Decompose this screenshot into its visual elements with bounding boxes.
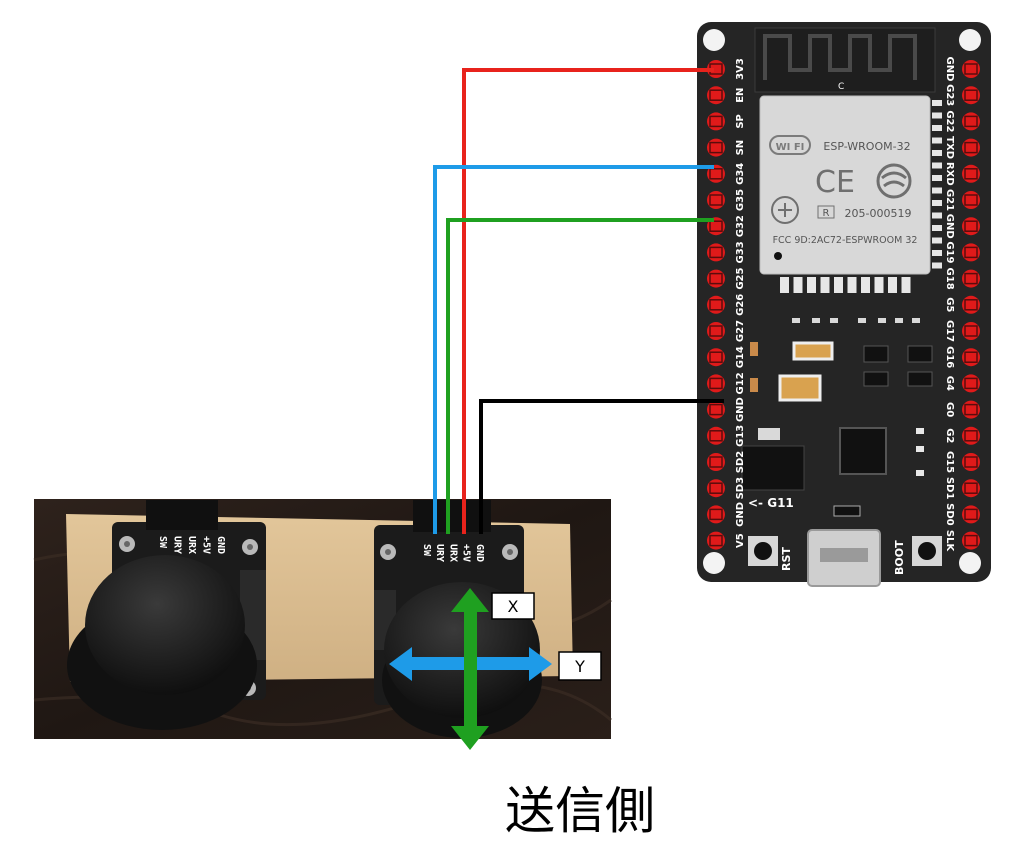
right-pin-label: G16 [944, 346, 955, 368]
left-pin-label: G25 [735, 267, 746, 289]
module-castellated-pads [932, 100, 942, 269]
micro-usb-port[interactable] [807, 529, 881, 587]
joystick-pin-label: URY [434, 544, 445, 562]
left-pin-label: G14 [735, 346, 746, 368]
axis-arrows [389, 588, 552, 750]
right-pin-label: RXD [944, 162, 955, 186]
esp-wroom-shield [759, 95, 931, 275]
right-pin-label: SLK [944, 530, 955, 553]
wire-green-g32 [446, 218, 714, 534]
x-axis-arrow [451, 588, 489, 750]
left-pin-label: GND [735, 502, 746, 527]
left-pin-label: G27 [735, 320, 746, 342]
cert-number: 205-000519 [845, 207, 912, 220]
mount-hole-br [959, 552, 981, 574]
svg-text:C: C [838, 82, 844, 92]
right-pin-label: G19 [944, 241, 955, 263]
joystick-pin-label: GND [474, 544, 485, 562]
right-pin-label: GND [944, 214, 955, 239]
left-pin-label: GND [735, 397, 746, 422]
x-axis-label-box: X [491, 592, 535, 620]
left-pin-label: EN [735, 88, 746, 103]
right-pin-label: GND [944, 57, 955, 82]
left-pin-label: G32 [735, 215, 746, 237]
mount-hole-tr [959, 29, 981, 51]
left-pin-label: G26 [735, 294, 746, 316]
left-pin-label: SP [735, 114, 746, 129]
right-pin-label: G23 [944, 84, 955, 106]
wire-red-3v3 [462, 68, 714, 534]
x-axis-label: X [508, 597, 519, 616]
right-pin-label: G15 [944, 451, 955, 473]
left-pin-label: V5 [735, 533, 746, 548]
right-pin-header: GNDG23G22TXDRXDG21GNDG19G18G5G17G16G4G0G… [944, 57, 980, 553]
smd-components [750, 318, 933, 402]
rst-label: RST [780, 547, 793, 571]
mount-hole-bl [703, 552, 725, 574]
left-pin-label: G13 [735, 425, 746, 447]
right-pin-label: G18 [944, 268, 955, 290]
right-pin-label: G21 [944, 189, 955, 211]
ce-mark: CE [815, 165, 855, 200]
joystick-pin-label: URX [447, 544, 458, 562]
joystick-pin-label: +5V [461, 544, 472, 562]
left-pin-label: G33 [735, 241, 746, 263]
wire-blue-g34 [433, 165, 714, 534]
right-pin-label: G17 [944, 320, 955, 342]
wire-black-gnd [479, 399, 724, 534]
right-pin-label: G0 [944, 402, 955, 417]
g11-label: <- G11 [748, 496, 794, 510]
right-pin-label: TXD [944, 136, 955, 159]
wifi-logo: WI FI [769, 135, 811, 155]
y-axis-label-box: Y [558, 651, 602, 681]
mount-hole-tl [703, 29, 725, 51]
left-pin-label: G34 [735, 163, 746, 185]
y-axis-label: Y [574, 657, 585, 676]
left-pin-label: G35 [735, 189, 746, 211]
usb-uart-chip [839, 427, 887, 475]
boot-button[interactable] [912, 536, 942, 566]
antenna: C [754, 27, 936, 93]
espressif-logo [876, 163, 912, 199]
module-bottom-pads [780, 277, 911, 293]
esp32-board: C WI FI ESP-WROOM-32 CE R 205-000519 FCC… [697, 22, 991, 587]
boot-label: BOOT [893, 540, 906, 575]
joystick-pin-label: GND [215, 536, 226, 554]
left-pin-label: G12 [735, 372, 746, 394]
right-pin-label: G22 [944, 110, 955, 132]
caption: 送信側 [505, 782, 655, 840]
joystick-pin-label: SW [157, 536, 168, 549]
right-pin-label: SD1 [944, 477, 955, 500]
left-pin-label: SD2 [735, 451, 746, 474]
fcc-id: FCC 9D:2AC72-ESPWROOM 32 [773, 235, 918, 246]
svg-text:WI FI: WI FI [776, 142, 805, 153]
right-pin-label: SD0 [944, 503, 955, 526]
right-pin-label: G5 [944, 297, 955, 312]
r-mark: R [823, 208, 830, 219]
telec-logo [771, 196, 799, 224]
joystick-left-knob [85, 555, 245, 695]
wires [433, 68, 724, 534]
left-pin-label: SN [735, 140, 746, 156]
rst-button[interactable] [748, 536, 778, 566]
left-pin-label: 3V3 [735, 58, 746, 80]
joystick-pin-label: URY [172, 536, 183, 554]
joystick-pin-label: +5V [201, 536, 212, 554]
right-pin-label: G4 [944, 376, 955, 391]
right-pin-label: G2 [944, 428, 955, 443]
joystick-pin-label: URX [186, 536, 197, 554]
joystick-pin-label: SW [421, 544, 432, 557]
led-indicators [916, 428, 924, 476]
left-pin-label: SD3 [735, 477, 746, 500]
module-model-label: ESP-WROOM-32 [823, 140, 910, 153]
voltage-regulator [741, 428, 805, 491]
